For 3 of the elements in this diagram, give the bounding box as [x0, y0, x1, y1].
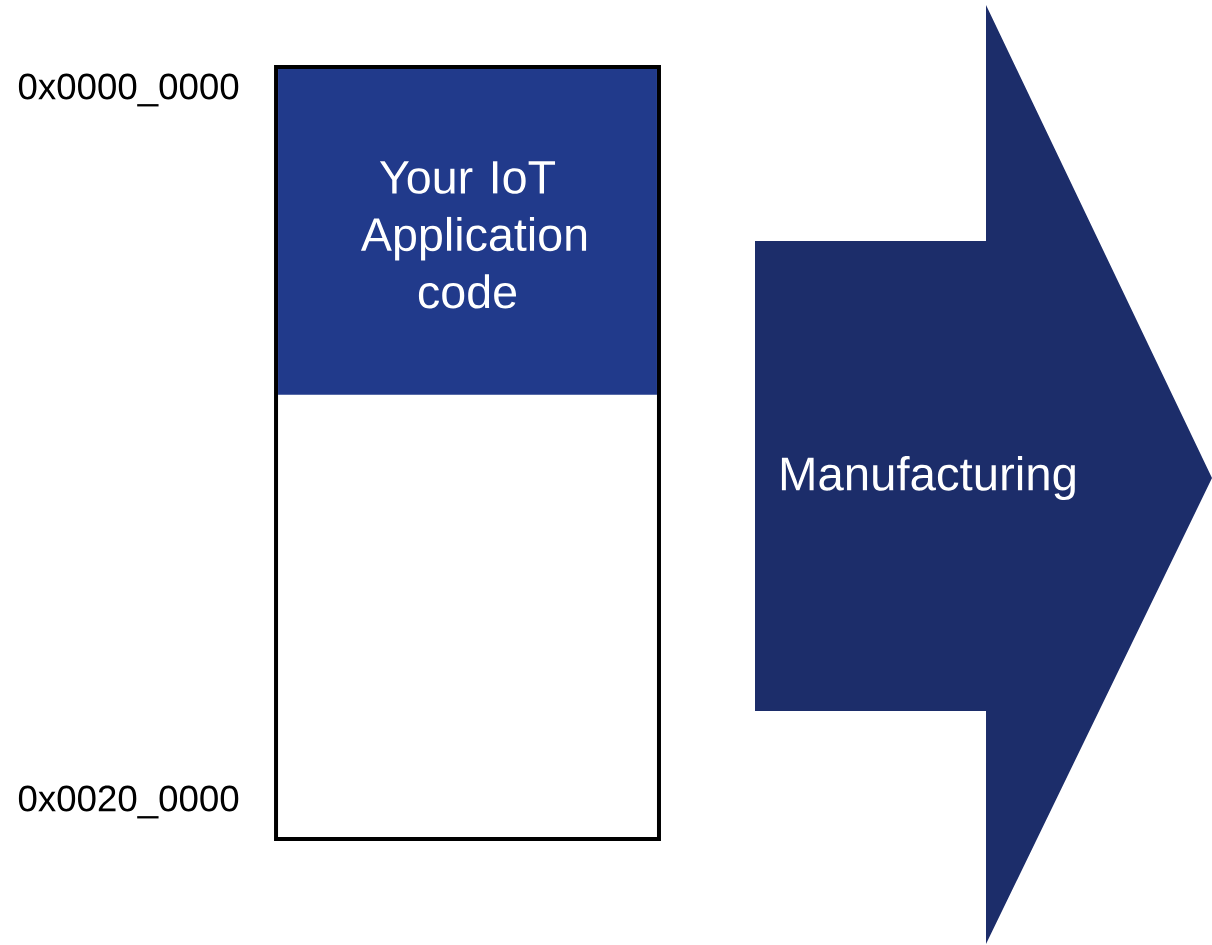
memory-region: Your IoT Application code — [278, 69, 657, 395]
address-label: 0x0020_0000 — [18, 785, 239, 819]
address-label: 0x0000_0000 — [18, 73, 239, 107]
